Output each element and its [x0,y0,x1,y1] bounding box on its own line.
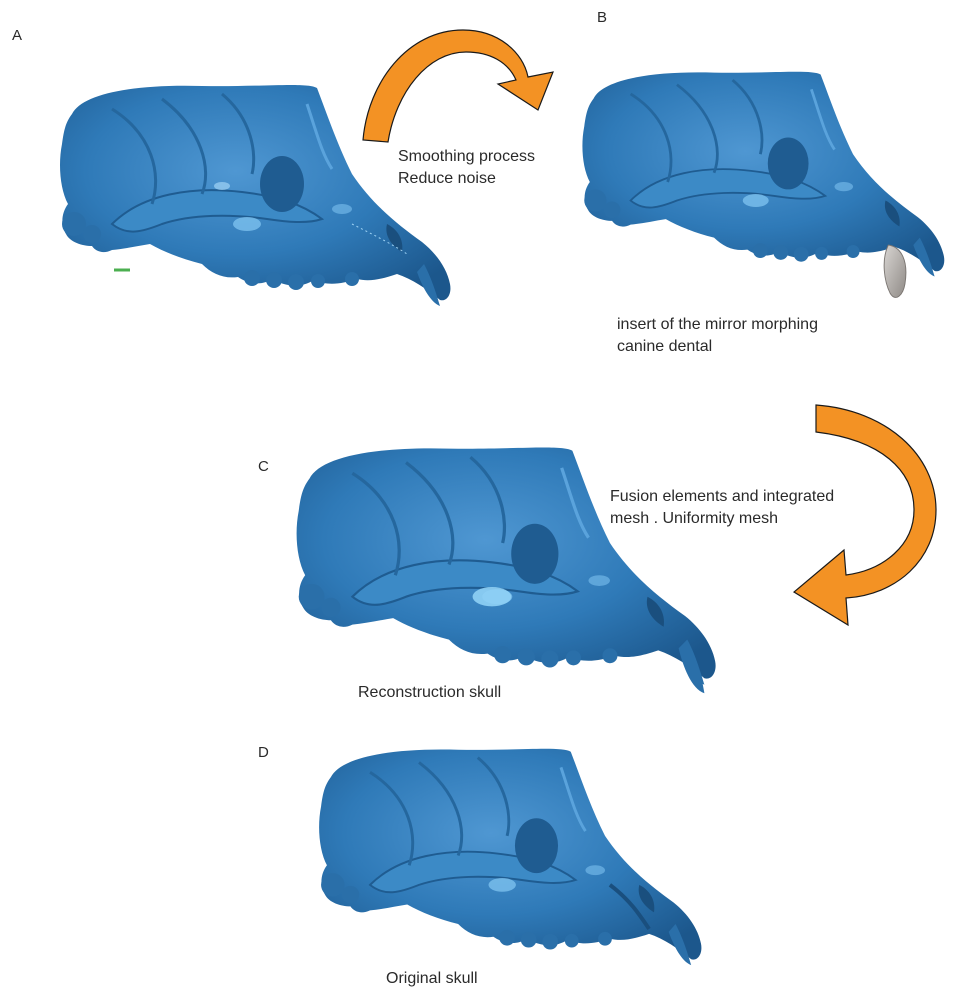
panel-b-caption: insert of the mirror morphing canine den… [617,314,818,358]
top-arrow-line2: Reduce noise [398,168,535,190]
panel-b-skull-image [575,52,955,312]
panel-b-letter: B [597,9,607,26]
panel-c-letter: C [258,458,269,475]
panel-c-caption: Reconstruction skull [358,682,501,704]
panel-b-caption-line2: canine dental [617,336,818,358]
canine-tooth-icon [884,245,906,297]
panel-b-caption-line1: insert of the mirror morphing [617,314,818,336]
panel-a-letter: A [12,27,22,44]
top-arrow-caption: Smoothing process Reduce noise [398,146,535,190]
panel-d-skull-image [292,738,732,973]
panel-d-letter: D [258,744,269,761]
panel-c-skull-image [288,432,728,697]
top-arrow-line1: Smoothing process [398,146,535,168]
panel-d-caption: Original skull [386,968,478,990]
smoothing-process-arrow [358,22,588,152]
